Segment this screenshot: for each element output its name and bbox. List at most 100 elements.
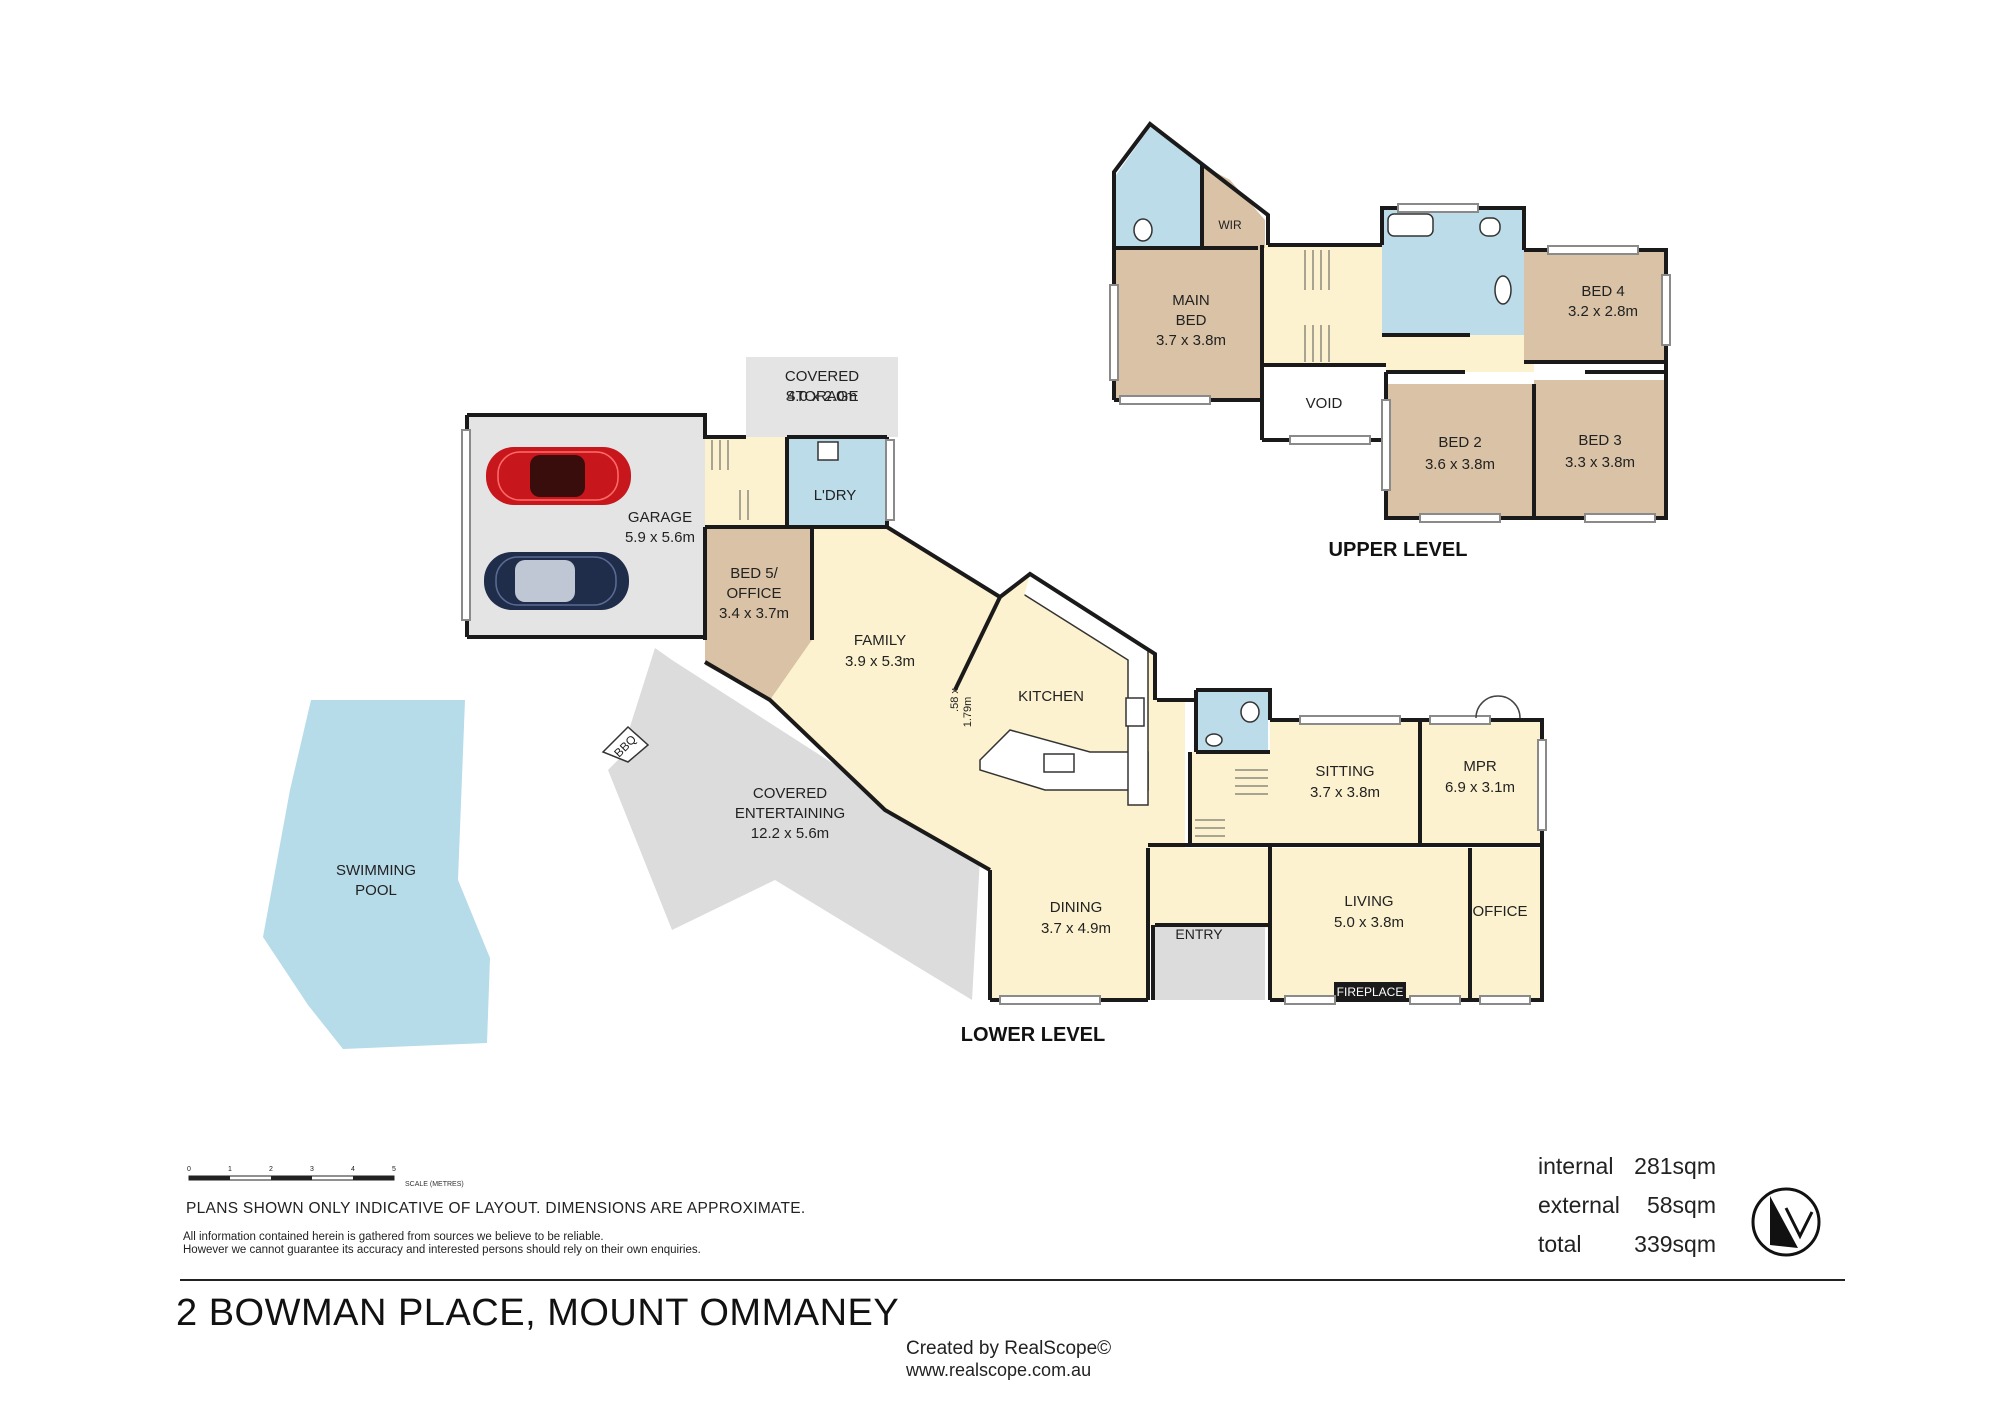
bed3-room [1534,380,1664,516]
entry-hall [1150,848,1270,928]
kitchen-sink-icon [1043,753,1075,773]
cooktop-icon [1125,697,1145,727]
scale-tick-4: 4 [351,1166,355,1173]
area-external: external 58sqm [1538,1192,1716,1220]
credit-line-1: Created by RealScope© [906,1338,1112,1359]
kitchen-label: KITCHEN [1018,688,1084,705]
powder-basin-icon [1205,733,1223,747]
north-arrow-icon [1751,1187,1821,1257]
covered-entertaining-area [608,648,980,1000]
sitting-size: 3.7 x 3.8m [1310,784,1380,801]
main-bed-size: 3.7 x 3.8m [1156,332,1226,349]
disclaimer-text: PLANS SHOWN ONLY INDICATIVE OF LAYOUT. D… [186,1200,806,1217]
credit-line-2: www.realscope.com.au [906,1360,1092,1380]
mpr-room [1420,720,1542,845]
fireplace [1334,982,1406,1000]
sitting-room [1270,720,1420,845]
powder-toilet-icon [1240,701,1260,723]
fireplace-label: FIREPLACE [1337,985,1404,999]
mpr-size: 6.9 x 3.1m [1445,779,1515,796]
bed2-size: 3.6 x 3.8m [1425,456,1495,473]
pantry [955,574,1030,690]
void-area [1262,365,1386,437]
scale-tick-1: 1 [228,1166,232,1173]
living-label: LIVING [1344,893,1393,910]
lower-level-title: LOWER LEVEL [961,1024,1105,1046]
ensuite [1116,127,1202,248]
blue-car-icon [484,552,629,610]
lower-stairs-area [1190,752,1270,847]
scale-tick-0: 0 [187,1166,191,1173]
bed4-room [1524,250,1664,362]
covered-storage-area [746,357,898,437]
scale-caption: SCALE (METRES) [405,1181,464,1188]
upper-basin-icon [1494,275,1512,305]
covered-entertaining-size: 12.2 x 5.6m [751,825,829,842]
area-total-label: total [1538,1231,1582,1257]
area-total-value: 339sqm [1634,1231,1716,1257]
living-room [1270,848,1470,1000]
sitting-label: SITTING [1315,763,1374,780]
mpr-label: MPR [1463,758,1497,775]
area-internal-label: internal [1538,1153,1614,1179]
upper-stair-area [1270,245,1348,365]
family-size: 3.9 x 5.3m [845,653,915,670]
scale-bar: 0 1 2 3 4 5 [187,1166,396,1181]
family-label: FAMILY [854,632,906,649]
ensuite-toilet-icon [1133,218,1153,242]
swimming-pool [263,700,490,1049]
bed3-label: BED 3 [1578,432,1621,449]
pantry-size-line1: .58 x [949,688,961,712]
bed5-room [705,527,812,700]
entry-porch [1155,925,1265,1000]
office-label: OFFICE [1473,903,1528,920]
bbq [601,725,650,763]
garage-stairs-area [705,437,787,527]
mpr-french-doors [1475,695,1521,719]
info-line-2: However we cannot guarantee its accuracy… [183,1244,701,1256]
laundry-tub-icon [817,441,839,461]
void-label: VOID [1306,395,1343,412]
area-total: total 339sqm [1538,1231,1716,1259]
bed4-label: BED 4 [1581,283,1624,300]
upper-bath-icon [1387,213,1434,237]
scale-tick-2: 2 [269,1166,273,1173]
property-address: 2 BOWMAN PLACE, MOUNT OMMANEY [176,1292,900,1334]
wir-room [1202,165,1265,248]
upper-stairs [1304,250,1330,362]
dining-label: DINING [1050,899,1103,916]
upper-level-title: UPPER LEVEL [1329,539,1468,561]
bed2-room [1386,384,1534,516]
area-external-label: external [1538,1192,1620,1218]
area-internal: internal 281sqm [1538,1153,1716,1181]
garage-label: GARAGE [628,509,692,526]
red-car-icon [486,447,631,505]
bed5-label: BED 5/OFFICE [727,565,782,602]
bed2-label: BED 2 [1438,434,1481,451]
main-bed-room [1116,247,1262,400]
living-size: 5.0 x 3.8m [1334,914,1404,931]
main-living-floor [770,527,1185,1000]
garage-size: 5.9 x 5.6m [625,529,695,546]
dining-size: 3.7 x 4.9m [1041,920,1111,937]
area-external-value: 58sqm [1646,1192,1716,1218]
wir-label: WIR [1218,218,1242,232]
covered-storage-size: 4.0 x 2.0m [787,388,857,405]
scale-tick-5: 5 [392,1166,396,1173]
office-room [1470,848,1542,1000]
laundry-label: L'DRY [814,487,857,504]
upper-toilet-icon [1479,217,1501,237]
lower-stairs [711,440,1268,837]
bed4-size: 3.2 x 2.8m [1568,303,1638,320]
area-internal-value: 281sqm [1634,1153,1716,1179]
pantry-size-line2: 1.79m [962,697,974,728]
scale-tick-3: 3 [310,1166,314,1173]
info-line-1: All information contained herein is gath… [183,1231,604,1243]
bed3-size: 3.3 x 3.8m [1565,454,1635,471]
